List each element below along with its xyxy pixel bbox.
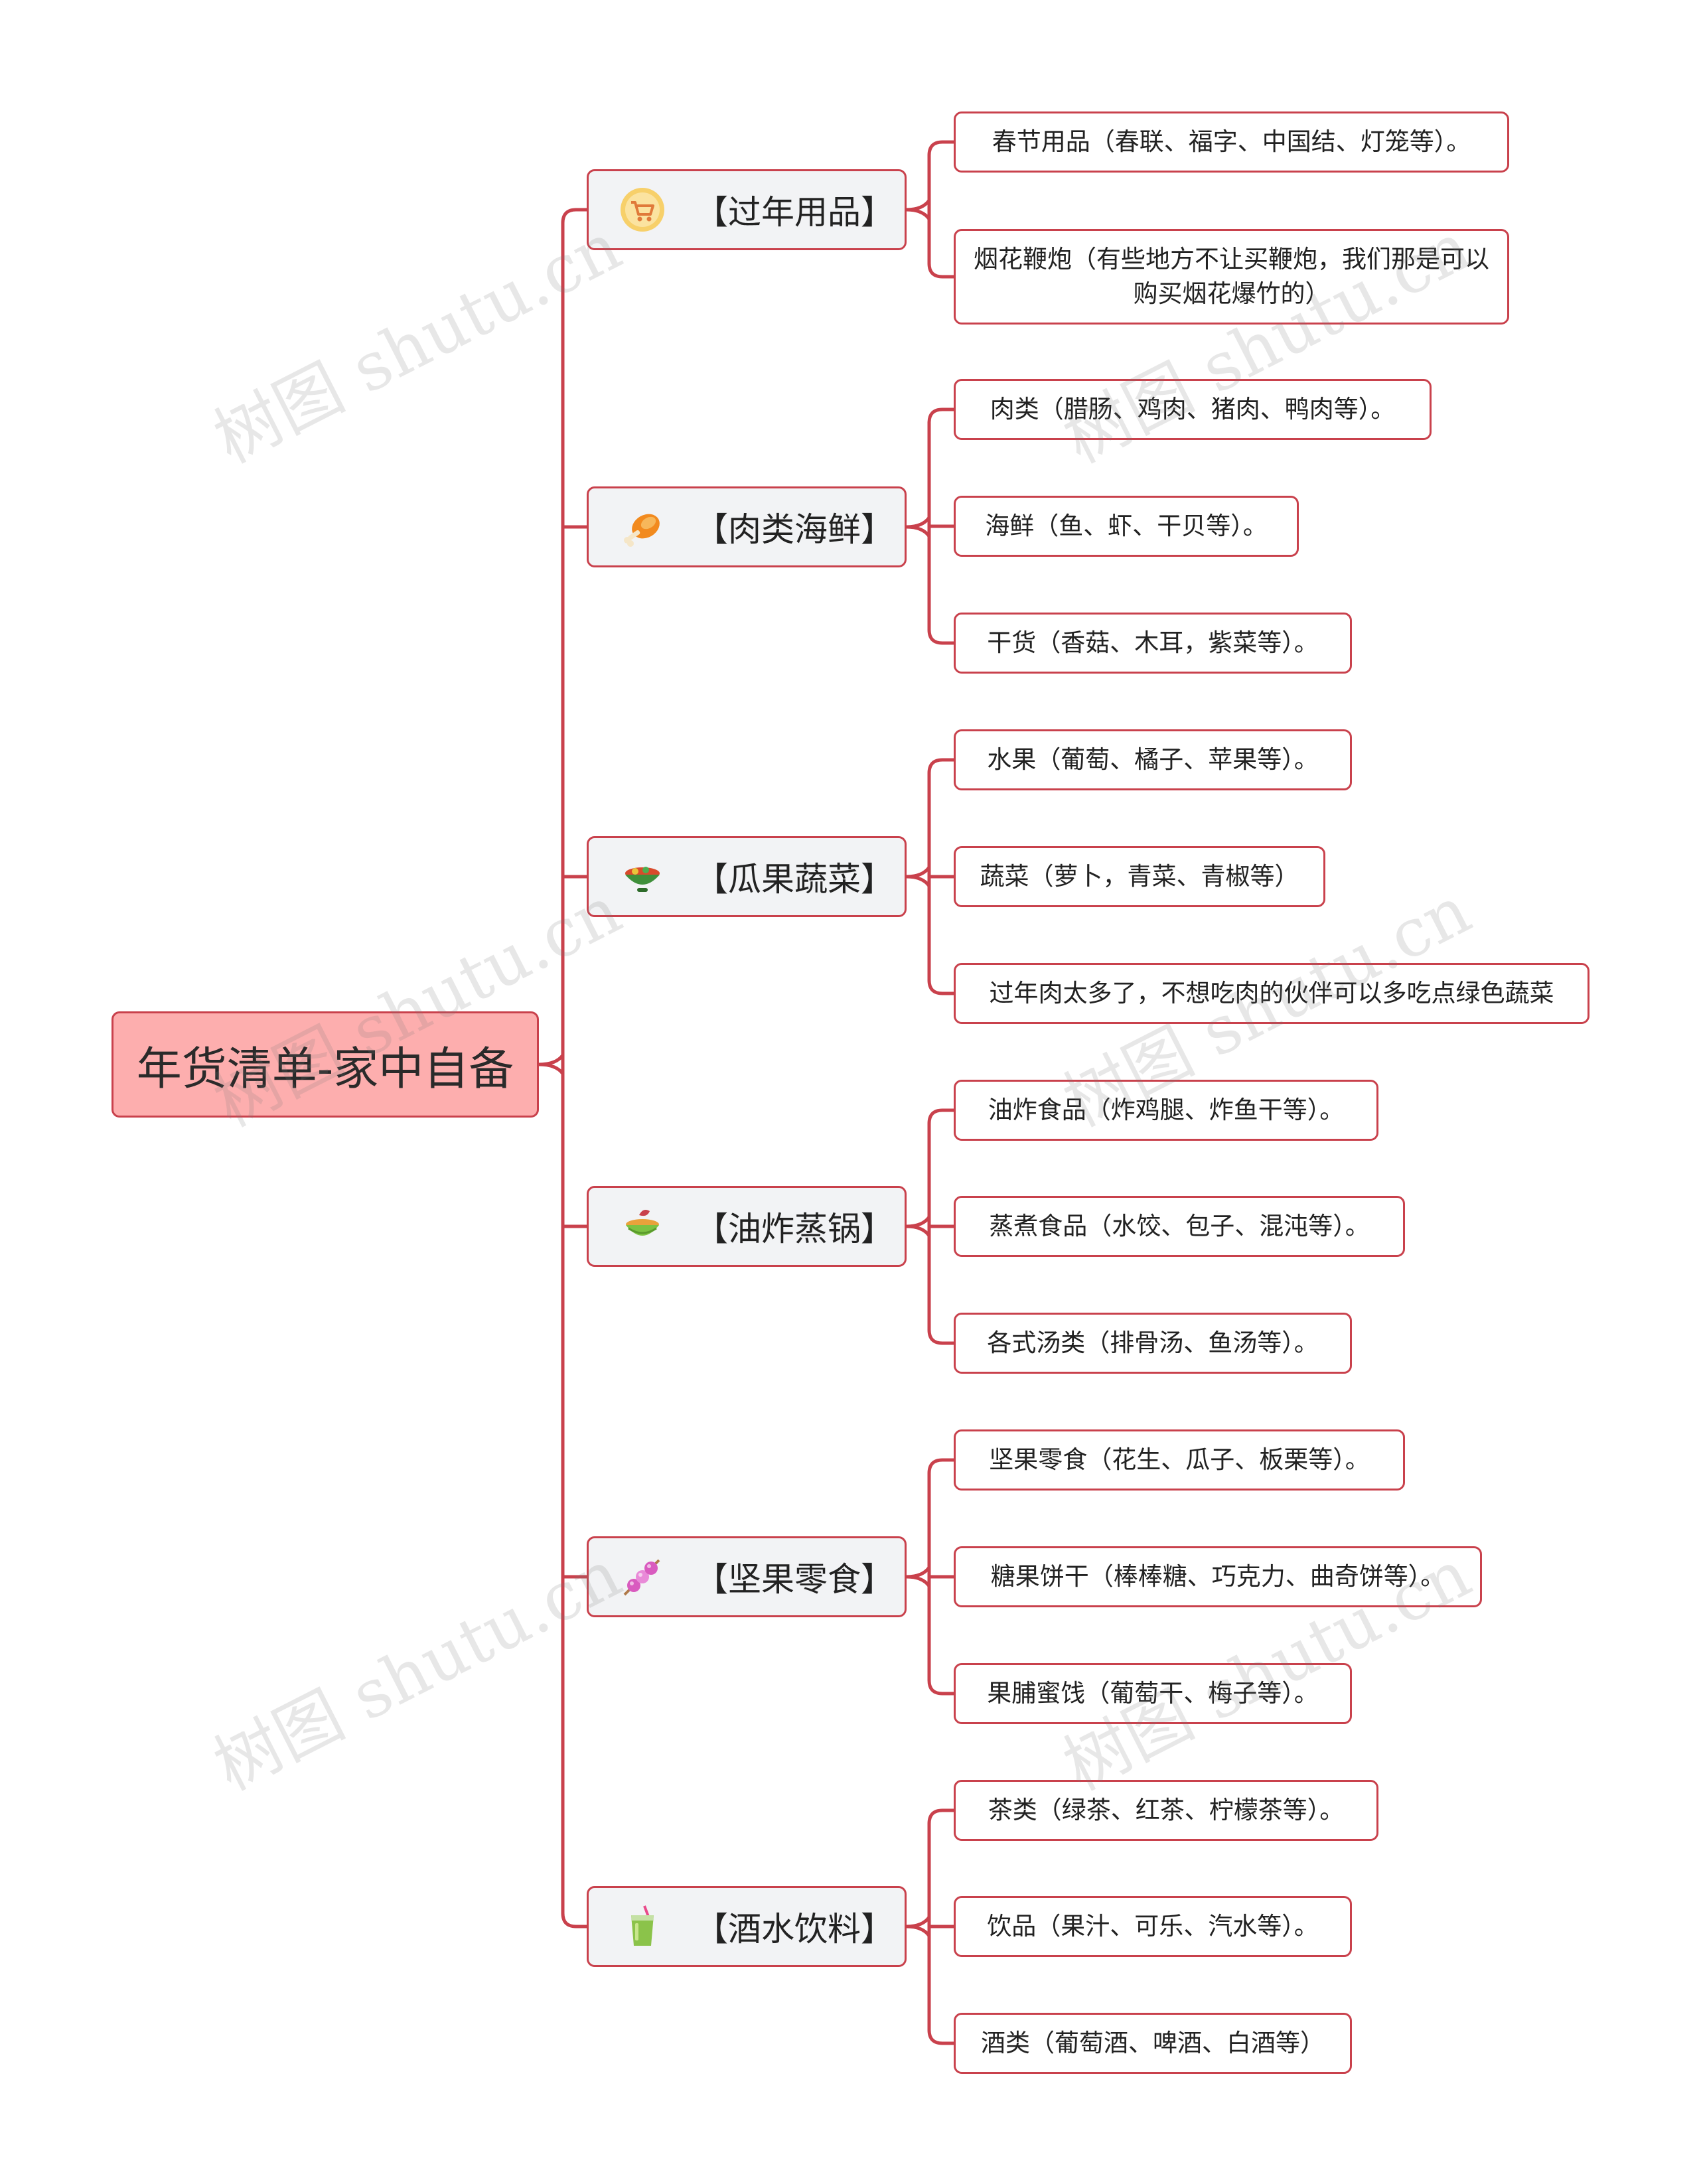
category-label: 【坚果零食】 bbox=[695, 1560, 894, 1599]
juice-cup-icon bbox=[619, 1903, 666, 1950]
leaf-item[interactable]: 油炸食品（炸鸡腿、炸鱼干等）。 bbox=[954, 1080, 1378, 1141]
root-connector bbox=[537, 208, 589, 1929]
category-node-drinks[interactable]: 【酒水饮料】 bbox=[587, 1886, 907, 1967]
category-connector bbox=[905, 407, 956, 645]
category-node-fruits-vegetables[interactable]: 【瓜果蔬菜】 bbox=[587, 836, 907, 917]
chicken-leg-icon bbox=[619, 504, 666, 550]
leaf-item[interactable]: 糖果饼干（棒棒糖、巧克力、曲奇饼等）。 bbox=[954, 1546, 1482, 1607]
leaf-item[interactable]: 坚果零食（花生、瓜子、板栗等）。 bbox=[954, 1429, 1405, 1491]
leaf-item[interactable]: 蔬菜（萝卜，青菜、青椒等） bbox=[954, 846, 1325, 907]
category-label: 【瓜果蔬菜】 bbox=[695, 860, 894, 899]
leaf-item[interactable]: 各式汤类（排骨汤、鱼汤等）。 bbox=[954, 1313, 1352, 1374]
category-node-nuts-snacks[interactable]: 【坚果零食】 bbox=[587, 1536, 907, 1617]
leaf-item[interactable]: 过年肉太多了，不想吃肉的伙伴可以多吃点绿色蔬菜 bbox=[954, 963, 1589, 1024]
leaf-item[interactable]: 肉类（腊肠、鸡肉、猪肉、鸭肉等）。 bbox=[954, 379, 1432, 440]
leaf-item[interactable]: 酒类（葡萄酒、啤酒、白酒等） bbox=[954, 2013, 1352, 2074]
category-label: 【肉类海鲜】 bbox=[695, 510, 894, 549]
shopping-cart-icon bbox=[619, 186, 666, 233]
leaf-item[interactable]: 干货（香菇、木耳，紫菜等）。 bbox=[954, 613, 1352, 674]
candy-skewer-icon bbox=[619, 1554, 666, 1600]
category-connector bbox=[905, 1808, 956, 2045]
category-node-meat-seafood[interactable]: 【肉类海鲜】 bbox=[587, 486, 907, 567]
category-node-holiday-goods[interactable]: 【过年用品】 bbox=[587, 169, 907, 250]
category-connector bbox=[905, 140, 956, 279]
leaf-item[interactable]: 水果（葡萄、橘子、苹果等）。 bbox=[954, 729, 1352, 790]
category-label: 【酒水饮料】 bbox=[695, 1910, 894, 1948]
leaf-item[interactable]: 果脯蜜饯（葡萄干、梅子等）。 bbox=[954, 1663, 1352, 1724]
category-label: 【过年用品】 bbox=[695, 193, 894, 232]
food-bowl-icon bbox=[619, 1203, 666, 1250]
category-connector bbox=[905, 758, 956, 995]
category-node-fried-steamed[interactable]: 【油炸蒸锅】 bbox=[587, 1186, 907, 1267]
salad-bowl-icon bbox=[619, 853, 666, 900]
leaf-item[interactable]: 海鲜（鱼、虾、干贝等）。 bbox=[954, 496, 1299, 557]
leaf-item[interactable]: 茶类（绿茶、红茶、柠檬茶等）。 bbox=[954, 1780, 1378, 1841]
leaf-item[interactable]: 春节用品（春联、福字、中国结、灯笼等）。 bbox=[954, 111, 1509, 173]
leaf-item[interactable]: 饮品（果汁、可乐、汽水等）。 bbox=[954, 1896, 1352, 1957]
category-connector bbox=[905, 1108, 956, 1345]
category-label: 【油炸蒸锅】 bbox=[695, 1210, 894, 1248]
root-node[interactable]: 年货清单-家中自备 bbox=[111, 1011, 539, 1118]
category-connector bbox=[905, 1458, 956, 1696]
leaf-item[interactable]: 蒸煮食品（水饺、包子、混沌等）。 bbox=[954, 1196, 1405, 1257]
leaf-item[interactable]: 烟花鞭炮（有些地方不让买鞭炮，我们那是可以购买烟花爆竹的） bbox=[954, 229, 1509, 325]
